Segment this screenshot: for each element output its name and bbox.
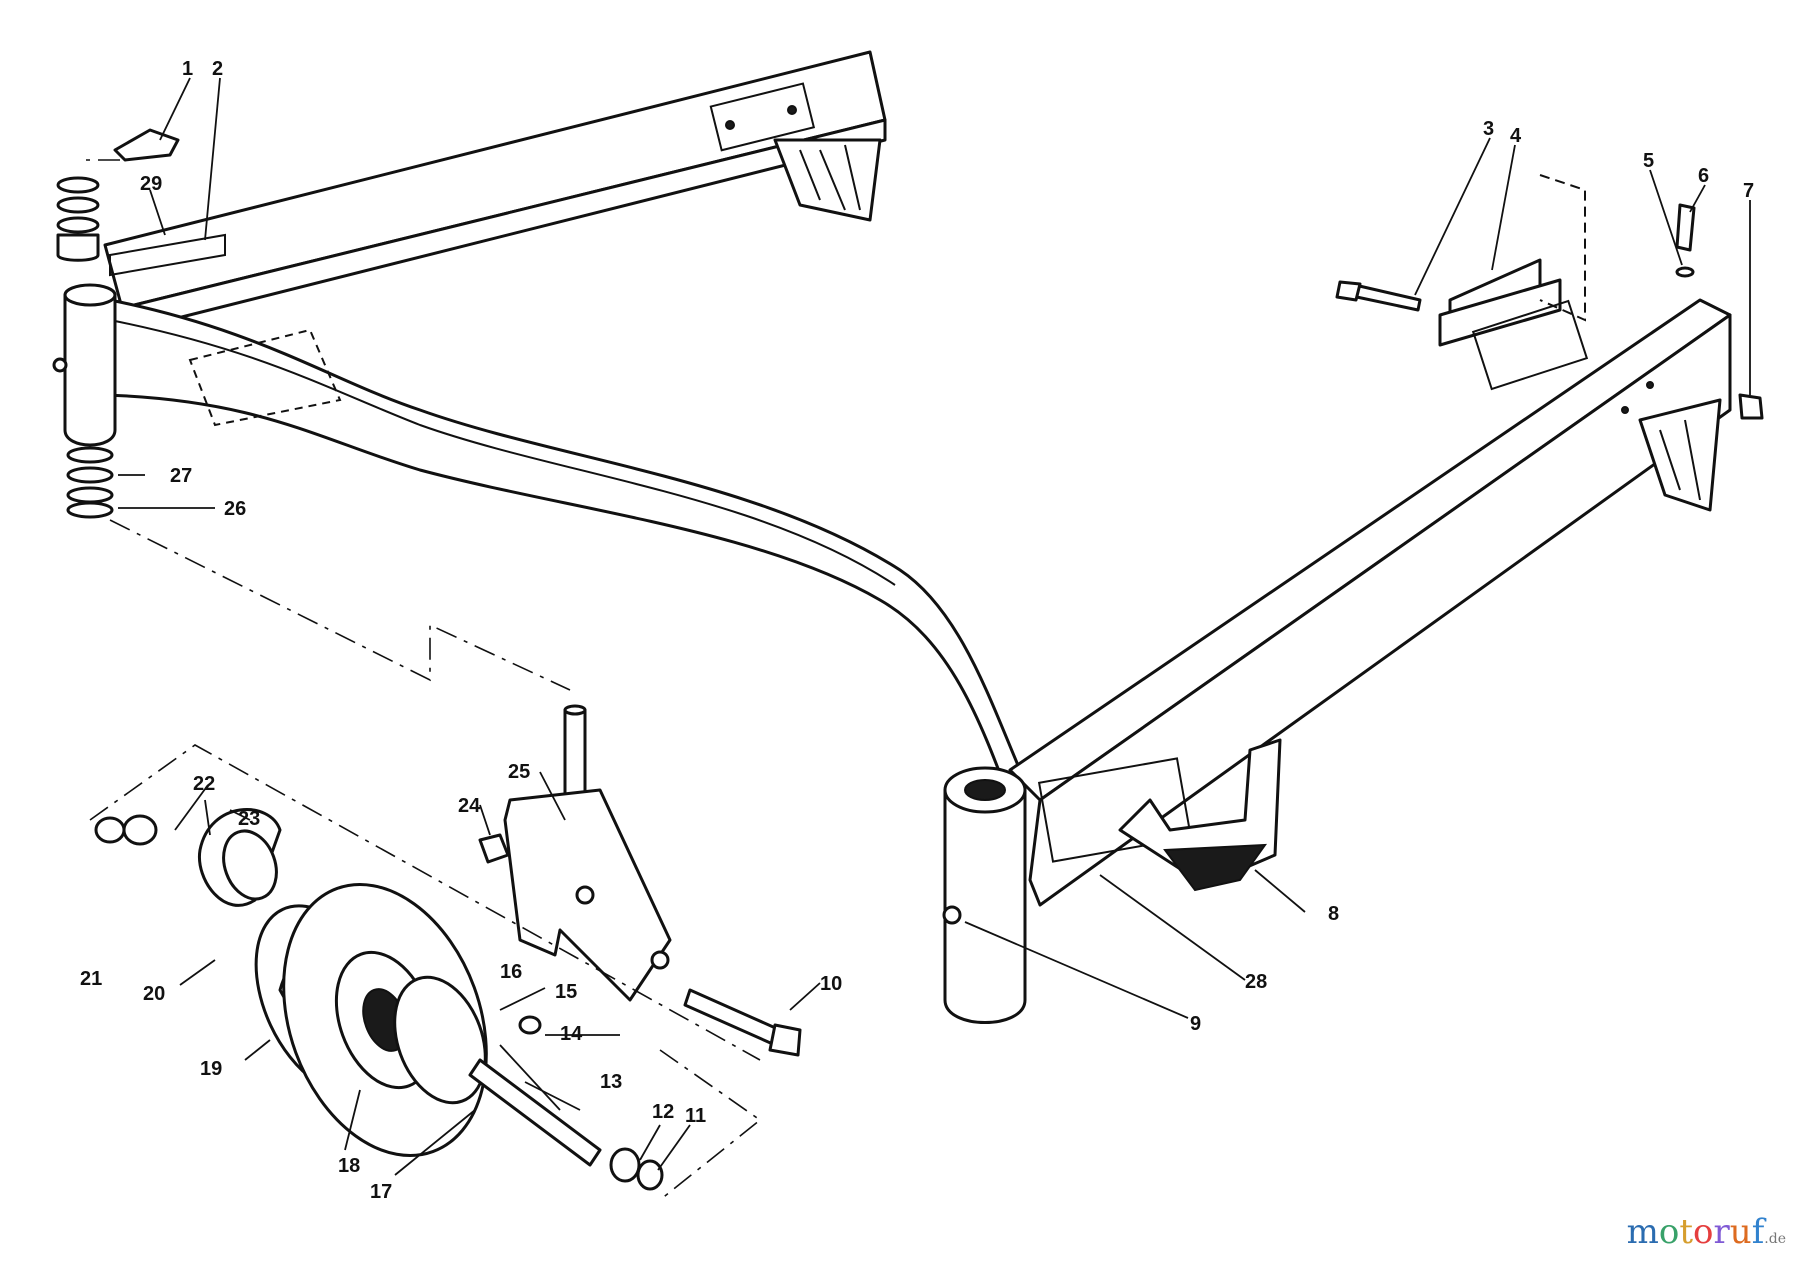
callout-26: 26 bbox=[224, 498, 246, 520]
callout-5: 5 bbox=[1643, 150, 1654, 172]
watermark-letter: t bbox=[1679, 1212, 1694, 1252]
watermark-letter: o bbox=[1693, 1212, 1714, 1252]
callout-2: 2 bbox=[212, 58, 223, 80]
callout-15: 15 bbox=[555, 981, 577, 1003]
watermark-suffix: .de bbox=[1764, 1231, 1786, 1247]
step-plate bbox=[1118, 738, 1282, 892]
callout-12: 12 bbox=[652, 1101, 674, 1123]
callout-9: 9 bbox=[1190, 1013, 1201, 1035]
callout-23: 23 bbox=[238, 808, 260, 830]
pivot-tube bbox=[942, 766, 1027, 1024]
callout-16: 16 bbox=[500, 961, 522, 983]
callout-18: 18 bbox=[338, 1155, 360, 1177]
callout-20: 20 bbox=[143, 983, 165, 1005]
watermark-letter: m bbox=[1626, 1212, 1659, 1252]
watermark-letter: u bbox=[1729, 1212, 1752, 1252]
callouts: 1 2 3 4 5 6 7 8 9 10 11 12 13 14 15 16 1… bbox=[80, 58, 1754, 1203]
callout-11: 11 bbox=[685, 1105, 706, 1127]
callout-10: 10 bbox=[820, 973, 842, 995]
watermark-logo: motoruf bbox=[1627, 1212, 1765, 1252]
callout-3: 3 bbox=[1483, 118, 1494, 140]
watermark-letter: o bbox=[1658, 1212, 1680, 1252]
callout-17: 17 bbox=[370, 1181, 392, 1203]
callout-7: 7 bbox=[1743, 180, 1754, 202]
upper-frame-rail bbox=[103, 50, 887, 332]
callout-29: 29 bbox=[140, 173, 162, 195]
callout-13: 13 bbox=[600, 1071, 622, 1093]
leader-lines bbox=[118, 77, 1751, 1176]
main-frame-crossmember bbox=[83, 288, 1022, 802]
callout-4: 4 bbox=[1510, 125, 1522, 147]
callout-19: 19 bbox=[200, 1058, 222, 1080]
right-frame-rail bbox=[1008, 298, 1732, 907]
site-watermark: motoruf.de bbox=[1627, 1212, 1786, 1252]
callout-14: 14 bbox=[560, 1023, 583, 1045]
callout-24: 24 bbox=[458, 795, 481, 817]
watermark-letter: r bbox=[1713, 1212, 1730, 1252]
wheel-fork bbox=[478, 704, 672, 1002]
watermark-letter: f bbox=[1751, 1212, 1765, 1252]
callout-28: 28 bbox=[1245, 971, 1267, 993]
callout-21: 21 bbox=[80, 968, 102, 990]
alignment-lines bbox=[78, 159, 762, 1201]
callout-25: 25 bbox=[508, 761, 530, 783]
right-bracket-hardware bbox=[1335, 174, 1764, 420]
callout-8: 8 bbox=[1328, 903, 1339, 925]
axle-bolt bbox=[683, 988, 802, 1057]
callout-6: 6 bbox=[1698, 165, 1709, 187]
wheel-assembly bbox=[94, 808, 664, 1191]
callout-22: 22 bbox=[193, 773, 215, 795]
callout-27: 27 bbox=[170, 465, 192, 487]
callout-1: 1 bbox=[182, 58, 193, 80]
left-pivot-stack bbox=[52, 128, 226, 519]
